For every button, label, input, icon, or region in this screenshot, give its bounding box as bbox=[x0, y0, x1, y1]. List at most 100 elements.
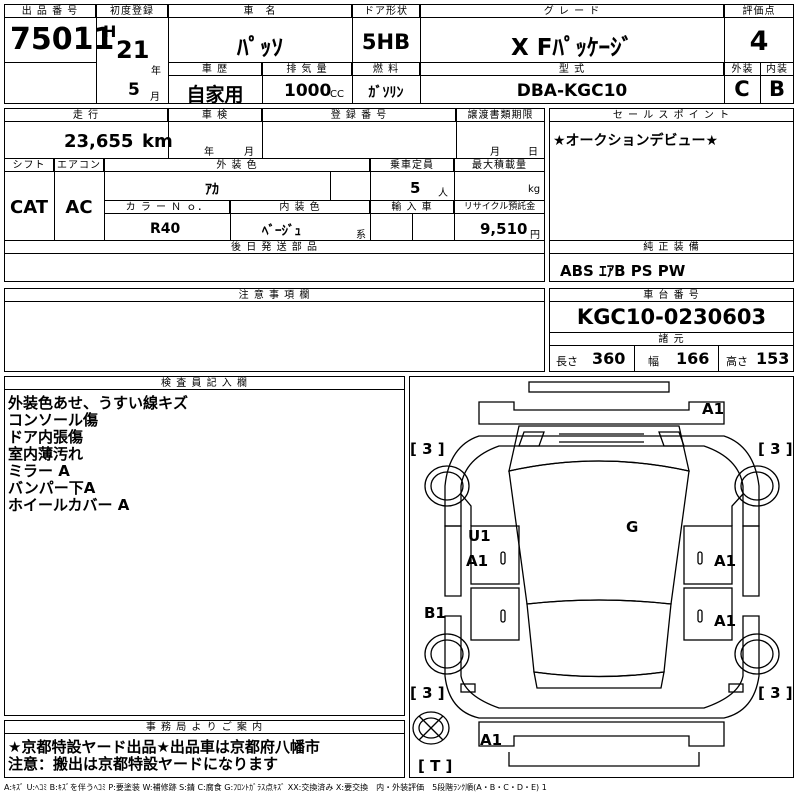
inspector-notes-label: 検 査 員 記 入 欄 bbox=[4, 376, 405, 390]
grade-label: グ レ ー ド bbox=[420, 4, 724, 18]
cc-unit: CC bbox=[330, 89, 344, 100]
lot-no-label: 出 品 番 号 bbox=[4, 4, 96, 18]
model-code-label: 型 式 bbox=[420, 62, 724, 76]
exterior-value: C bbox=[734, 77, 750, 101]
era-value: H bbox=[103, 22, 117, 41]
damage-diagram-box bbox=[409, 376, 794, 778]
office-note: ★京都特設ヤード出品★出品車は京都府八幡市 bbox=[8, 738, 320, 756]
mark-left-u: U1 bbox=[468, 527, 491, 545]
mileage-unit: km bbox=[142, 131, 173, 152]
sales-point-label: セ ー ル ス ポ イ ン ト bbox=[549, 108, 794, 122]
later-parts-label: 後 日 発 送 部 品 bbox=[4, 240, 545, 254]
inspection-label: 車 検 bbox=[168, 108, 262, 122]
height-unit: 高さ bbox=[726, 355, 748, 368]
reg-month-value: 5 bbox=[128, 80, 140, 100]
score-label: 評価点 bbox=[724, 4, 794, 18]
width-unit: 幅 bbox=[648, 355, 659, 368]
mark-left-front: A1 bbox=[466, 552, 489, 570]
inspector-note: ホイールカバー A bbox=[8, 496, 130, 514]
mark-tire-rl: [ 3 ] bbox=[410, 684, 445, 702]
mark-spare: [ T ] bbox=[418, 757, 453, 775]
mark-tire-rr: [ 3 ] bbox=[758, 684, 793, 702]
sales-point-box bbox=[549, 108, 794, 242]
width-value: 166 bbox=[676, 349, 710, 368]
inspection-month-unit: 月 bbox=[244, 147, 254, 158]
interior-label: 内装 bbox=[760, 62, 794, 76]
mark-tire-fl: [ 3 ] bbox=[410, 440, 445, 458]
height-value: 153 bbox=[756, 349, 790, 368]
inspector-notes-box bbox=[4, 376, 405, 716]
transfer-day-unit: 日 bbox=[528, 147, 538, 158]
length-unit: 長さ bbox=[556, 355, 578, 368]
exterior-label: 外装 bbox=[724, 62, 761, 76]
caution-box bbox=[4, 288, 545, 372]
ext-color-value: ｱｶ bbox=[205, 182, 219, 198]
inspector-note: 室内薄汚れ bbox=[8, 445, 84, 463]
mark-front-bumper: A1 bbox=[702, 400, 725, 418]
mark-left-rear: B1 bbox=[424, 604, 446, 622]
mileage-label: 走 行 bbox=[4, 108, 168, 122]
inspector-note: 外装色あせ、うすい線キズ bbox=[8, 394, 189, 412]
history-label: 車 歴 bbox=[168, 62, 262, 76]
displacement-label: 排 気 量 bbox=[262, 62, 352, 76]
office-notes-list: ★京都特設ヤード出品★出品車は京都府八幡市 注意：搬出は京都特設ヤードになります bbox=[8, 739, 320, 773]
color-no-label: カ ラ ー Ｎ ｏ． bbox=[104, 200, 230, 214]
sales-point-value: ★オークションデビュー★ bbox=[553, 133, 719, 149]
interior-value: B bbox=[768, 77, 785, 101]
damage-legend: A:ｷｽﾞ U:ﾍｺﾐ B:ｷｽﾞを伴うﾍｺﾐ P:要塗装 W:補修跡 S:錆 … bbox=[4, 783, 547, 792]
model-code-value: DBA-KGC10 bbox=[516, 81, 628, 101]
ac-label: エアコン bbox=[54, 158, 104, 172]
int-color-label: 内 装 色 bbox=[230, 200, 370, 214]
people-unit: 人 bbox=[438, 188, 448, 199]
mark-tire-fr: [ 3 ] bbox=[758, 440, 793, 458]
inspector-note: バンパー下A bbox=[8, 479, 96, 497]
mark-right-rear: A1 bbox=[714, 612, 737, 630]
import-label: 輸 入 車 bbox=[370, 200, 454, 214]
door-value: 5HB bbox=[361, 30, 411, 54]
inspection-year-unit: 年 bbox=[204, 147, 214, 158]
mark-windshield: G bbox=[626, 518, 639, 536]
chassis-no-label: 車 台 番 号 bbox=[549, 288, 794, 302]
chassis-no-value: KGC10-0230603 bbox=[576, 305, 767, 329]
header-block bbox=[4, 4, 794, 104]
shift-label: シフト bbox=[4, 158, 54, 172]
reg-year-value: 21 bbox=[116, 36, 150, 64]
series-unit: 系 bbox=[356, 230, 366, 241]
car-diagram bbox=[412, 381, 780, 767]
transfer-deadline-label: 譲渡書類期限 bbox=[456, 108, 545, 122]
dimensions-label: 諸 元 bbox=[549, 332, 794, 346]
kg-unit: kg bbox=[528, 184, 541, 195]
shift-value: CAT bbox=[9, 197, 49, 218]
month-unit: 月 bbox=[150, 92, 160, 103]
inspector-note: ドア内張傷 bbox=[8, 428, 84, 446]
office-notes-label: 事 務 局 よ り ご 案 内 bbox=[4, 720, 405, 734]
car-name-label: 車 名 bbox=[168, 4, 352, 18]
recycle-value: 9,510 bbox=[480, 220, 528, 238]
inspector-notes-list: 外装色あせ、うすい線キズ コンソール傷 ドア内張傷 室内薄汚れ ミラー A バン… bbox=[8, 395, 188, 514]
int-color-value: ﾍﾞｰｼﾞｭ bbox=[262, 224, 301, 239]
capacity-label: 乗車定員 bbox=[370, 158, 454, 172]
displacement-value: 1000 bbox=[284, 81, 332, 101]
equipment-label: 純 正 装 備 bbox=[549, 240, 794, 254]
equipment-value: ABS ｴｱB PS PW bbox=[560, 262, 686, 280]
inspector-note: コンソール傷 bbox=[8, 411, 99, 429]
caution-label: 注 意 事 項 欄 bbox=[4, 288, 545, 302]
office-note: 注意：搬出は京都特設ヤードになります bbox=[8, 755, 279, 773]
recycle-label: リサイクル預託金 bbox=[454, 200, 545, 214]
capacity-value: 5 bbox=[410, 179, 421, 197]
ext-color-label: 外 装 色 bbox=[104, 158, 370, 172]
mark-right-front: A1 bbox=[714, 552, 737, 570]
fuel-label: 燃 料 bbox=[352, 62, 420, 76]
fuel-value: ｶﾞｿﾘﾝ bbox=[368, 85, 404, 101]
score-value: 4 bbox=[749, 26, 769, 57]
inspector-note: ミラー A bbox=[8, 462, 70, 480]
yen-unit: 円 bbox=[530, 230, 540, 241]
first-reg-label: 初度登録 bbox=[96, 4, 168, 18]
lot-no-value: 75011 bbox=[10, 22, 115, 57]
year-unit: 年 bbox=[151, 66, 161, 77]
transfer-month-unit: 月 bbox=[490, 147, 500, 158]
max-load-label: 最大積載量 bbox=[454, 158, 545, 172]
length-value: 360 bbox=[592, 349, 626, 368]
car-name-value: ﾊﾟｯｿ bbox=[237, 35, 283, 61]
history-value: 自家用 bbox=[186, 84, 244, 106]
